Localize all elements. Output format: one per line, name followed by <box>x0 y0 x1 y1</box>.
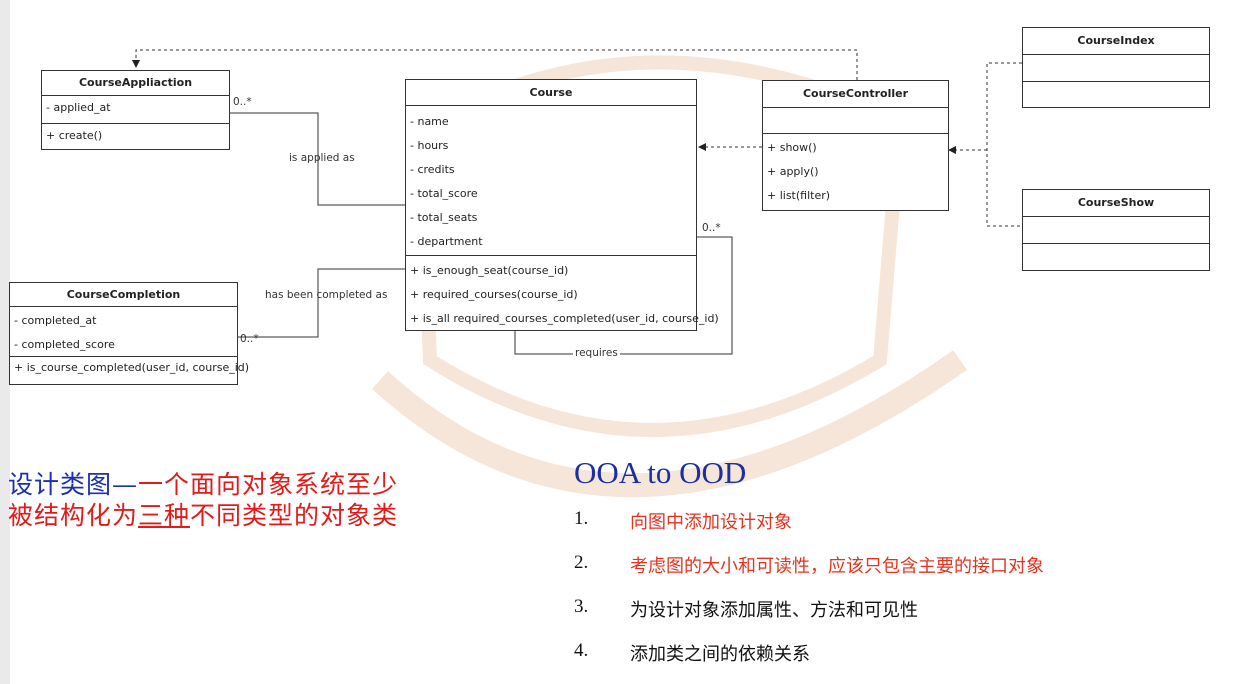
headline-line-1: 设计类图—一个面向对象系统至少 <box>8 469 398 500</box>
class-course-show: CourseShow <box>1022 189 1210 271</box>
step-number: 2. <box>574 552 589 573</box>
headline-emphasis: 三种 <box>138 501 191 530</box>
multiplicity-label: 0..* <box>702 222 721 234</box>
step-text: 为设计对象添加属性、方法和可见性 <box>630 600 918 621</box>
attribute: - total_seats <box>410 211 478 224</box>
class-course-appliaction: CourseAppliaction - applied_at + create(… <box>41 70 230 150</box>
method: + apply() <box>767 165 819 178</box>
class-name: CourseShow <box>1023 190 1209 217</box>
class-course-completion: CourseCompletion - completed_at - comple… <box>9 282 250 385</box>
class-course-index: CourseIndex <box>1022 27 1210 108</box>
headline-part: 一个面向对象系统至少 <box>138 470 399 499</box>
attributes-section <box>763 108 948 134</box>
attributes-section <box>1023 217 1209 244</box>
slide-left-band <box>0 0 10 684</box>
attribute: - completed_score <box>14 338 115 351</box>
attribute: - credits <box>410 163 455 176</box>
relation-label-has-been-completed-as: has been completed as <box>265 289 388 301</box>
method: + show() <box>767 141 817 154</box>
headline-part: 不同类型的对象类 <box>190 501 399 530</box>
method: + create() <box>46 129 103 142</box>
class-name: Course <box>406 80 696 106</box>
step-text: 考虑图的大小和可读性，应该只包含主要的接口对象 <box>630 556 1044 577</box>
multiplicity-label: 0..* <box>233 96 252 108</box>
methods-section: + create() <box>42 124 229 142</box>
list-item: 1. 向图中添加设计对象 <box>574 508 1044 552</box>
step-number: 3. <box>574 596 589 617</box>
step-text: 向图中添加设计对象 <box>630 512 792 533</box>
attribute: - total_score <box>410 187 478 200</box>
step-text: 添加类之间的依赖关系 <box>630 644 810 665</box>
multiplicity-label: 0..* <box>240 333 259 345</box>
attribute: - name <box>410 115 449 128</box>
method: + required_courses(course_id) <box>410 288 578 301</box>
attributes-section: - completed_at - completed_score <box>10 307 237 357</box>
attributes-section <box>1023 55 1209 82</box>
method: + is_course_completed(user_id, course_id… <box>14 361 250 374</box>
list-item: 3. 为设计对象添加属性、方法和可见性 <box>574 596 1044 640</box>
class-name: CourseAppliaction <box>42 71 229 96</box>
list-item: 4. 添加类之间的依赖关系 <box>574 640 1044 684</box>
methods-section: + show() + apply() + list(filter) <box>763 134 948 208</box>
attribute: - hours <box>410 139 449 152</box>
method: + is_enough_seat(course_id) <box>410 264 569 277</box>
class-course-controller: CourseController + show() + apply() + li… <box>762 80 949 211</box>
list-item: 2. 考虑图的大小和可读性，应该只包含主要的接口对象 <box>574 552 1044 596</box>
step-number: 4. <box>574 640 589 661</box>
methods-section: + is_course_completed(user_id, course_id… <box>10 357 250 374</box>
attributes-section: - name - hours - credits - total_score -… <box>406 106 696 256</box>
attribute: - department <box>410 235 483 248</box>
class-name: CourseController <box>763 81 948 108</box>
methods-section: + is_enough_seat(course_id) + required_c… <box>406 256 719 331</box>
method: + is_all required_courses_completed(user… <box>410 312 719 325</box>
class-course: Course - name - hours - credits - total_… <box>405 79 719 331</box>
steps-list: 1. 向图中添加设计对象 2. 考虑图的大小和可读性，应该只包含主要的接口对象 3.… <box>574 508 1044 684</box>
headline: 设计类图—一个面向对象系统至少 被结构化为三种不同类型的对象类 <box>8 469 398 531</box>
attribute: - completed_at <box>14 314 97 327</box>
method: + list(filter) <box>767 189 831 202</box>
class-name: CourseIndex <box>1023 28 1209 55</box>
relation-label-requires: requires <box>573 347 620 359</box>
class-name: CourseCompletion <box>10 283 237 307</box>
section-title: OOA to OOD <box>574 455 747 490</box>
headline-line-2: 被结构化为三种不同类型的对象类 <box>8 500 398 531</box>
headline-part: 被结构化为 <box>8 501 139 530</box>
attribute: - applied_at <box>46 101 111 114</box>
relation-label-is-applied-as: is applied as <box>289 152 355 164</box>
step-number: 1. <box>574 508 589 529</box>
headline-part: 设计类图— <box>8 470 139 499</box>
attributes-section: - applied_at <box>42 96 229 124</box>
